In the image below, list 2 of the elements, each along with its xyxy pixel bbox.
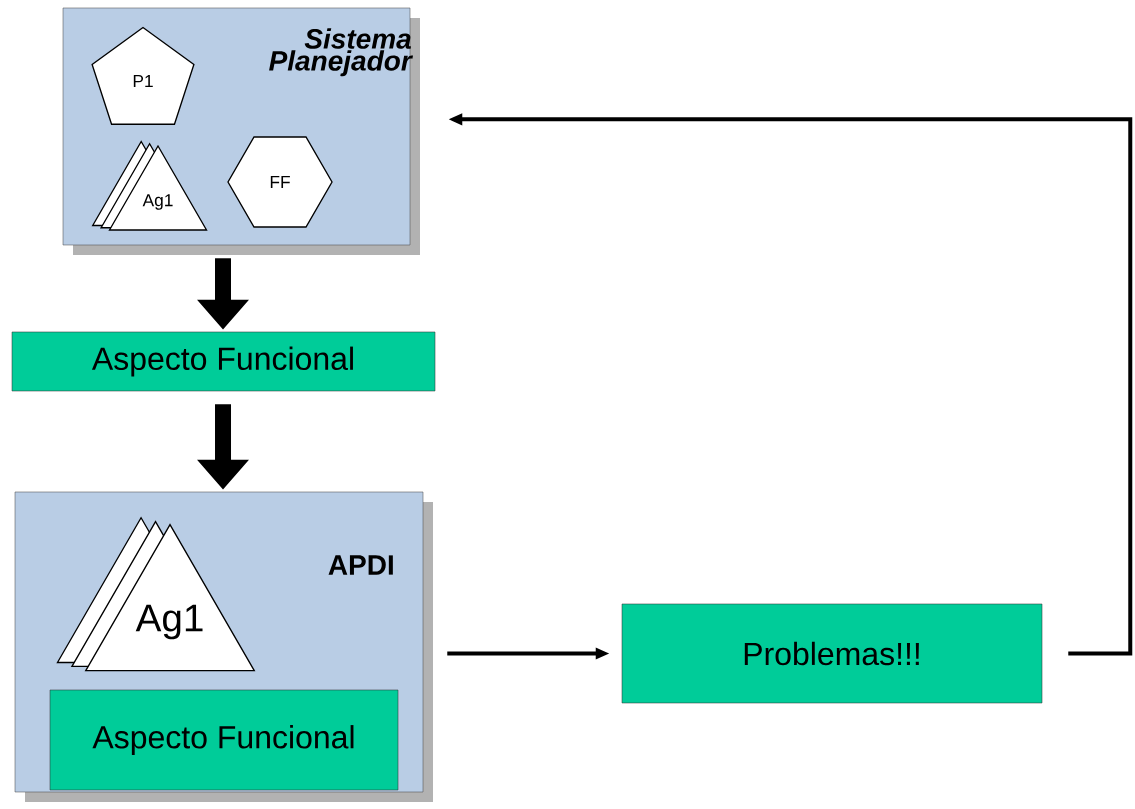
process-box: Aspecto Funcional: [11, 331, 436, 392]
process-box: Problemas!!!: [621, 603, 1043, 704]
